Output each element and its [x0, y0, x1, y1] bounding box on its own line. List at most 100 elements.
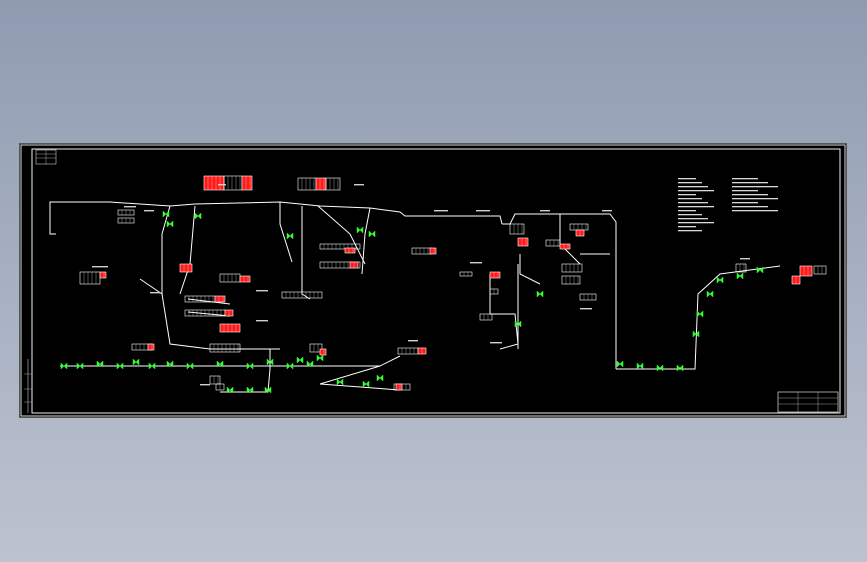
valve-symbol [676, 364, 684, 372]
equipment-unit [179, 263, 193, 273]
pipe-segment [319, 365, 401, 391]
label-mark [434, 210, 448, 212]
valve-symbol [162, 210, 170, 218]
valve-symbol [706, 290, 714, 298]
valve-symbol [286, 362, 294, 370]
valve-symbol [696, 310, 704, 318]
note-line [732, 210, 778, 212]
equipment-unit [429, 247, 437, 255]
pipe-segment [317, 205, 366, 265]
pipe-segment [301, 206, 311, 300]
label-mark [218, 184, 226, 186]
equipment-box [239, 275, 251, 283]
valve-symbols [60, 210, 764, 394]
equipment-box [223, 175, 243, 191]
note-line [678, 218, 708, 220]
equipment-unit [569, 223, 589, 231]
label-mark [354, 184, 364, 186]
equipment-box [319, 348, 327, 356]
valve-symbol [216, 360, 224, 368]
equipment-unit [545, 239, 561, 247]
equipment-box [99, 271, 107, 279]
label-mark [490, 342, 502, 344]
equipment-box [559, 243, 571, 250]
equipment-unit [344, 247, 356, 254]
equipment-unit [309, 343, 323, 353]
equipment-unit [203, 175, 225, 191]
note-line [732, 194, 768, 196]
valve-symbol [716, 276, 724, 284]
equipment-box [219, 273, 241, 283]
valve-symbol [306, 360, 314, 368]
equipment-box [219, 323, 241, 333]
pipe-segment [502, 213, 617, 369]
note-line [732, 198, 778, 200]
note-line [678, 206, 714, 208]
valve-symbol [368, 230, 376, 238]
equipment-unit [117, 217, 135, 224]
valve-symbol [166, 360, 174, 368]
pipeline-diagram [20, 144, 846, 417]
note-line [678, 182, 702, 184]
valve-symbol [636, 362, 644, 370]
note-line [678, 230, 702, 232]
equipment-box [179, 263, 193, 273]
equipment-box [509, 223, 525, 235]
label-mark [256, 290, 268, 292]
equipment-box [203, 175, 225, 191]
equipment-box [209, 343, 241, 353]
note-line [678, 202, 708, 204]
label-mark [256, 320, 268, 322]
equipment-unit [79, 271, 101, 285]
valve-symbol [514, 320, 522, 328]
note-line [678, 222, 714, 224]
valve-symbol [264, 386, 272, 394]
equipment-box [325, 177, 341, 191]
equipment-box [397, 347, 419, 355]
equipment-symbols [79, 175, 827, 391]
note-line [678, 178, 696, 180]
equipment-box [411, 247, 433, 255]
note-line [732, 202, 758, 204]
equipment-unit [315, 177, 327, 191]
label-mark [408, 340, 418, 342]
valve-symbol [376, 374, 384, 382]
equipment-unit [791, 275, 801, 285]
title-block [777, 391, 839, 413]
note-line [732, 206, 768, 208]
valve-symbol [194, 212, 202, 220]
pipe-segment [139, 278, 163, 295]
valve-symbol [692, 330, 700, 338]
valve-symbol [736, 272, 744, 280]
equipment-box [545, 239, 561, 247]
equipment-box [517, 237, 529, 247]
note-line [678, 194, 696, 196]
valve-symbol [266, 358, 274, 366]
pipe-segment [161, 205, 280, 350]
pipe-segment [616, 265, 781, 370]
equipment-unit [319, 348, 327, 356]
equipment-unit [209, 343, 241, 353]
equipment-unit [561, 263, 583, 273]
note-line [678, 186, 708, 188]
pipe-segment [179, 205, 196, 295]
equipment-unit [579, 293, 597, 301]
equipment-unit [479, 313, 493, 321]
equipment-box [489, 271, 501, 279]
note-line [732, 178, 758, 180]
equipment-box [429, 247, 437, 255]
valve-symbol [616, 360, 624, 368]
equipment-unit [559, 243, 571, 250]
equipment-unit [417, 347, 427, 355]
equipment-unit [459, 271, 473, 277]
equipment-unit [297, 177, 317, 191]
equipment-box [813, 265, 827, 275]
equipment-unit [799, 265, 813, 277]
pipe-network [49, 201, 781, 393]
note-line [678, 226, 696, 228]
note-line [678, 210, 696, 212]
equipment-unit [349, 261, 359, 269]
label-mark [124, 206, 136, 208]
pipe-segment [169, 201, 371, 209]
